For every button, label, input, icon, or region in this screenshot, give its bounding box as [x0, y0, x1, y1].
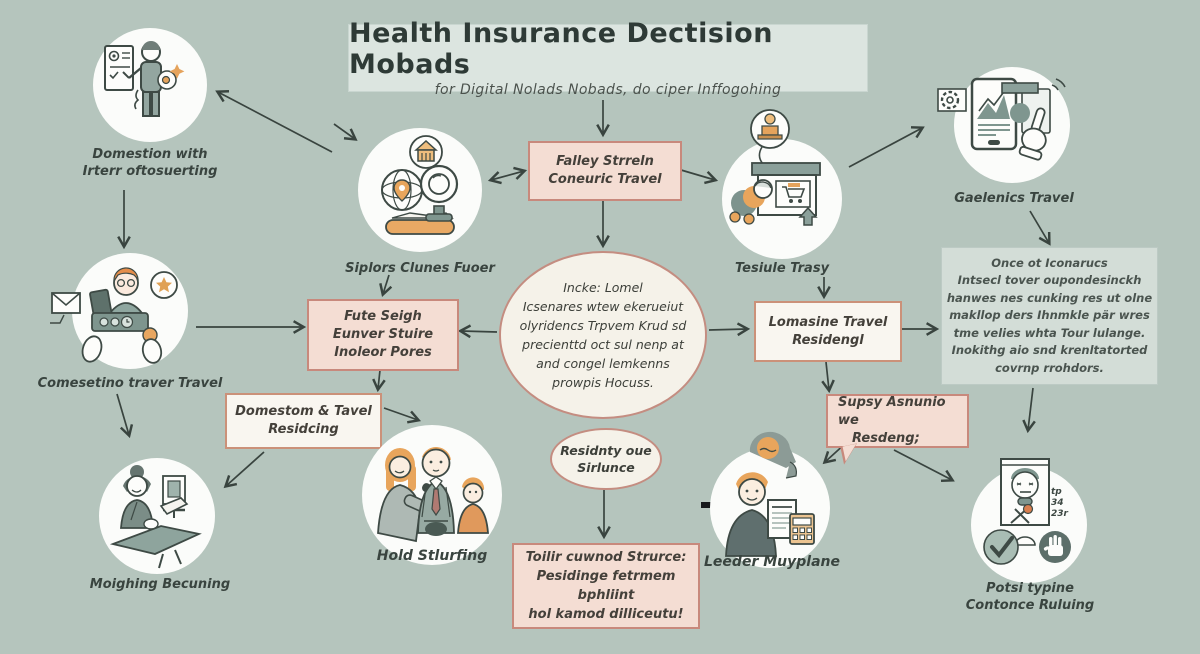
node-potsi-label: Potsi typine Contonce Ruluing	[965, 581, 1095, 613]
node-center-ellipse: Incke: Lomel Icsenares wtew ekerueiut ol…	[499, 251, 707, 419]
node-gaelenics-label: Gaelenics Travel	[954, 191, 1074, 206]
node-potsi-circle: tp 34 23r	[971, 458, 1087, 583]
woman-at-desk-icon	[109, 465, 202, 569]
globe-and-lens-icon	[381, 135, 459, 235]
node-lomasine-box: Lomasine Travel Residengl	[754, 301, 902, 362]
node-hold-label: Hold Stlurfing	[376, 548, 488, 564]
approval-check-icon	[983, 458, 1071, 565]
title-box: Health Insurance Dectision Mobads for Di…	[348, 18, 868, 98]
shopper-storefront-icon	[729, 109, 821, 226]
family-icon	[377, 447, 489, 543]
clerk-torso	[108, 302, 144, 314]
node-siplors-label: Siplors Clunes Fuoer	[345, 261, 495, 276]
arrow-gaelenics-to-graybox	[1029, 210, 1051, 246]
arrow-ellipse-to-fute	[457, 324, 498, 339]
collar	[1017, 497, 1033, 506]
man-sweater	[725, 509, 777, 557]
woman-blazer	[377, 484, 421, 543]
hands	[143, 518, 159, 530]
gear-icon	[940, 90, 960, 110]
node-domestion-circle	[93, 28, 207, 142]
hair-bun	[130, 465, 144, 479]
node-falley-box: Falley Strreln Coneuric Travel	[528, 141, 682, 201]
tilted-panel-icon	[159, 497, 189, 516]
arrow-up-icon	[798, 206, 818, 226]
shopping-cart-icon	[782, 186, 806, 198]
node-fute-box: Fute Seigh Eunver Stuire Inoleor Pores	[307, 299, 459, 371]
clerk-desk-icon	[50, 267, 178, 364]
odd-figure-face	[757, 437, 779, 459]
child-top	[457, 503, 489, 534]
woman-face	[388, 455, 412, 479]
arrow-lomasine-to-supsy	[821, 361, 835, 394]
node-toilir-box: Toilir cuwnod Strurce: Pesidinge fetrmem…	[512, 543, 700, 629]
checkmark-icon	[990, 536, 1014, 559]
woman-head	[126, 475, 148, 497]
sparkle-icon	[169, 64, 185, 79]
toolbar-icon	[1001, 82, 1039, 94]
hand-right	[141, 338, 163, 364]
arrow-siplors-to-domestion	[215, 90, 333, 153]
arrow-graybox-to-potsi	[1022, 387, 1036, 434]
man-with-documents-icon	[725, 431, 815, 557]
node-tesiule-circle	[722, 109, 842, 259]
man-hair	[422, 447, 451, 460]
raised-hand-icon	[1048, 545, 1063, 556]
pointing-hand-icon	[1018, 107, 1047, 161]
camera-lens-icon	[419, 164, 459, 204]
node-domestion-label: Domestion with Irterr oftosuerting	[82, 147, 218, 179]
node-tesiule-label: Tesiule Trasy	[734, 261, 830, 276]
man-face	[738, 478, 766, 506]
node-comestino-label: Comesetino traver Travel	[37, 376, 223, 391]
node-siplors-circle	[358, 128, 482, 252]
node-hold-circle	[362, 425, 502, 565]
wifi-icon	[1051, 78, 1066, 91]
node-moighing-circle	[99, 458, 215, 574]
arrow-domestom-to-moighing	[223, 451, 265, 489]
child-face	[462, 482, 484, 504]
man-face	[421, 448, 451, 478]
arrow-ellipse-to-lomasine	[708, 322, 751, 337]
arrow-siplors-falley	[487, 166, 528, 185]
node-domestom-box: Domestom & Tavel Residcing	[225, 393, 382, 449]
counter-icon	[91, 312, 149, 332]
hand-left	[81, 335, 103, 363]
person-with-clipboard-icon	[104, 41, 185, 117]
arrow-domestion-to-siplors	[333, 123, 358, 141]
awning-icon	[751, 162, 821, 176]
node-moighing-label: Moighing Becuning	[89, 577, 231, 592]
arrow-tesiule-to-gaelenics	[848, 126, 925, 168]
node-gray-note-box: Once ot Iconarucs Intsecl tover oupondes…	[941, 247, 1158, 385]
teal-blob	[1010, 103, 1030, 123]
page-subtitle: for Digital Nolads Nobads, do ciper Inff…	[434, 82, 782, 98]
mountain-chart-icon	[977, 95, 1010, 119]
node-leeder-label: Leeder Muyplane	[704, 554, 840, 570]
tie-icon	[431, 488, 441, 517]
tablet-chart-icon	[937, 77, 1066, 161]
node-leeder-circle	[710, 431, 830, 568]
arrow-comestino-to-moighing	[116, 393, 134, 439]
arrow-siplors-to-fute	[379, 274, 393, 298]
figure-face	[1011, 471, 1039, 499]
node-residnty-ellipse: Residnty oue Sirlunce	[550, 428, 662, 490]
frame-side-text: tp 34 23r	[1051, 487, 1068, 519]
dark-blob	[425, 522, 447, 536]
arrow-supsy-to-potsi	[893, 449, 955, 483]
check-circle-icon	[983, 529, 1019, 565]
arrow-falley-to-tesiule	[680, 169, 719, 185]
node-comestino-circle	[50, 253, 188, 369]
pen-tip	[1022, 503, 1034, 515]
page-title: Health Insurance Dectision Mobads	[349, 18, 773, 80]
desk-icon	[109, 525, 202, 555]
arrow-domestom-to-hold	[383, 407, 422, 424]
arrow-fute-to-domestom	[372, 369, 386, 393]
tray-icon	[385, 219, 455, 235]
clipboard-icon	[104, 45, 134, 91]
node-supsy-bubble: Supsy Asnunio we Resdeng;	[826, 394, 969, 465]
node-gaelenics-circle	[937, 67, 1070, 183]
